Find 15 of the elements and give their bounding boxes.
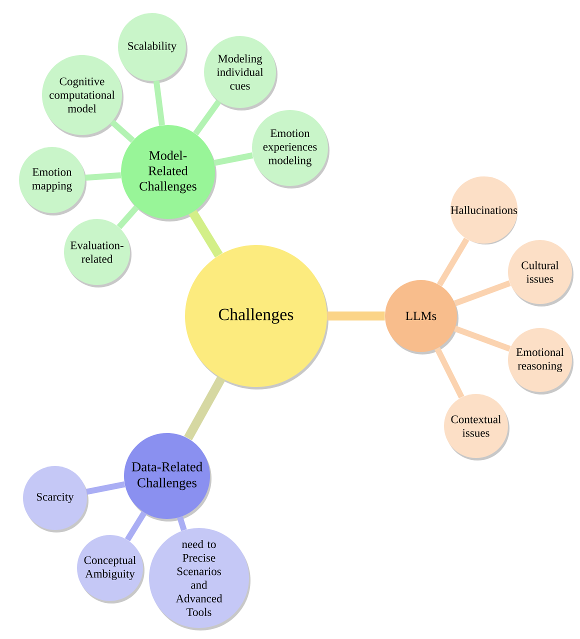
connector: [116, 205, 139, 230]
connector: [124, 511, 147, 542]
connector: [184, 376, 226, 440]
connector: [436, 238, 470, 286]
connector: [84, 172, 122, 181]
connector: [454, 280, 511, 306]
connector: [327, 312, 385, 320]
connector: [454, 326, 511, 352]
connector: [193, 100, 222, 136]
connector: [177, 516, 187, 531]
connector: [434, 347, 464, 399]
connector: [188, 210, 223, 258]
connector: [214, 152, 254, 166]
connector: [86, 481, 126, 495]
connector: [153, 80, 165, 126]
